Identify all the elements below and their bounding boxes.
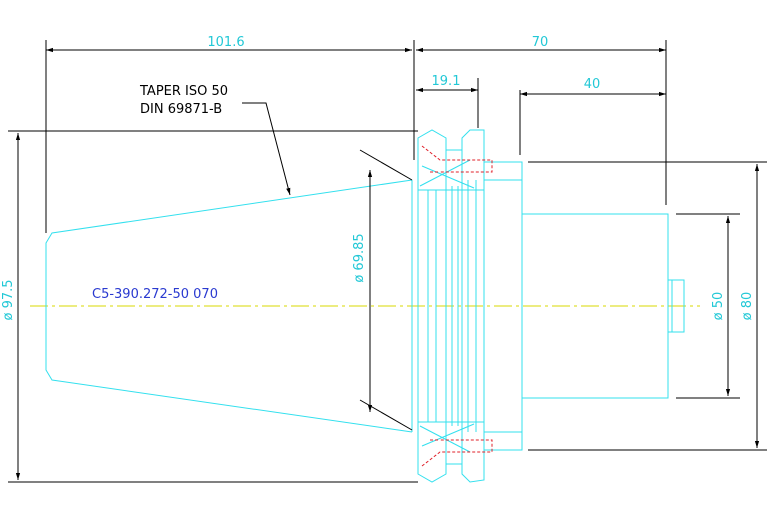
dimension-lines xyxy=(15,47,760,480)
dim-40: 40 xyxy=(584,77,601,92)
dim-70: 70 xyxy=(532,35,549,50)
hidden-lines xyxy=(421,145,493,467)
dim-101-6: 101.6 xyxy=(207,35,244,50)
part-code-label: C5-390.272-50 070 xyxy=(92,287,218,302)
dim-19-1: 19.1 xyxy=(432,74,461,89)
shank xyxy=(521,213,685,399)
taper-body xyxy=(45,179,413,433)
dim-diameter-69-85: ø 69.85 xyxy=(352,233,367,282)
taper-label-line1: TAPER ISO 50 xyxy=(139,84,228,99)
flange xyxy=(417,129,485,483)
taper-label-line2: DIN 69871-B xyxy=(140,102,222,117)
taper-leader-line xyxy=(242,102,291,196)
extension-lines xyxy=(8,40,767,483)
dim-diameter-50: ø 50 xyxy=(711,292,726,321)
dim-diameter-80: ø 80 xyxy=(740,292,755,321)
dim-diameter-97-5: ø 97.5 xyxy=(1,279,16,320)
